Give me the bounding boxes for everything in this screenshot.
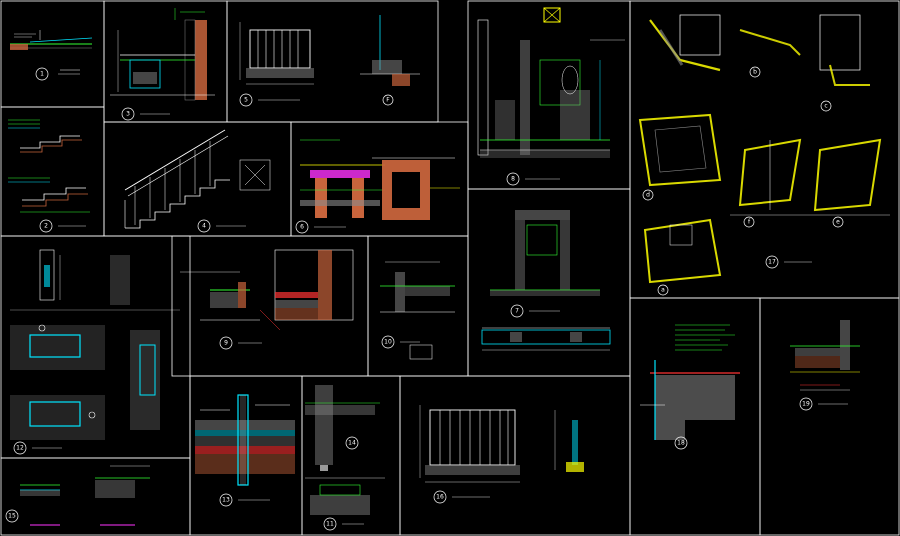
detail-11-number: 11 [326,521,334,528]
detail-9-number: 9 [224,340,228,347]
mark-e: e [836,219,840,226]
mark-f: f [748,219,751,226]
detail-14-drawing [305,385,385,515]
detail-12-number: 12 [16,445,24,452]
detail-number-bubbles [5,67,813,531]
detail-4-number: 4 [202,223,206,230]
detail-2-drawing [8,119,90,213]
detail-6-number: 6 [300,224,304,231]
panel-19[interactable] [759,297,900,536]
detail-19-number: 19 [802,401,810,408]
annotation-strokes [32,73,848,525]
detail-1-number: 1 [40,71,44,78]
detail-2-number: 2 [44,223,48,230]
detail-8-number: 8 [511,176,515,183]
panel-3[interactable] [103,0,228,123]
detail-9-drawing [180,249,354,331]
detail-17-drawing [638,14,890,284]
detail-5-drawing [239,15,420,86]
mark-F: F [386,97,390,104]
panel-10[interactable] [367,235,469,377]
detail-16-number: 16 [436,494,444,501]
panel-9[interactable] [171,235,369,377]
detail-16-drawing [419,405,584,483]
detail-13-drawing [195,394,295,486]
panel-5[interactable] [226,0,439,123]
detail-18-drawing [640,324,740,440]
mark-a: a [661,287,665,294]
panel-4[interactable] [103,121,292,237]
detail-6-drawing [300,139,460,220]
detail-3-number: 3 [126,111,130,118]
panel-1[interactable] [0,0,105,108]
detail-14-number: 14 [348,440,356,447]
detail-10-drawing [380,261,455,360]
mark-d: d [646,192,650,199]
detail-4-drawing [124,129,271,229]
detail-8-drawing [477,7,625,158]
detail-7-drawing [481,210,611,351]
detail-17-number: 17 [768,259,776,266]
detail-1-drawing [10,30,93,71]
detail-number-labels: 1 2 3 4 5 6 7 8 9 10 11 12 13 14 15 16 1… [8,71,810,528]
detail-19-drawing [790,320,860,391]
panel-8[interactable] [467,0,631,190]
detail-5-number: 5 [244,97,248,104]
detail-12-drawing [10,249,180,440]
detail-7-number: 7 [515,308,519,315]
panel-2[interactable] [0,106,105,237]
letter-mark-bubbles [382,66,844,296]
detail-15-drawing [20,465,150,526]
detail-13-number: 13 [222,497,230,504]
detail-10-number: 10 [384,339,392,346]
mark-b: b [753,69,757,76]
detail-3-drawing [110,8,215,101]
detail-15-number: 15 [8,513,16,520]
detail-18-number: 18 [677,440,685,447]
mark-c: c [824,103,827,110]
letter-mark-labels: a b c d e f F [386,69,840,294]
